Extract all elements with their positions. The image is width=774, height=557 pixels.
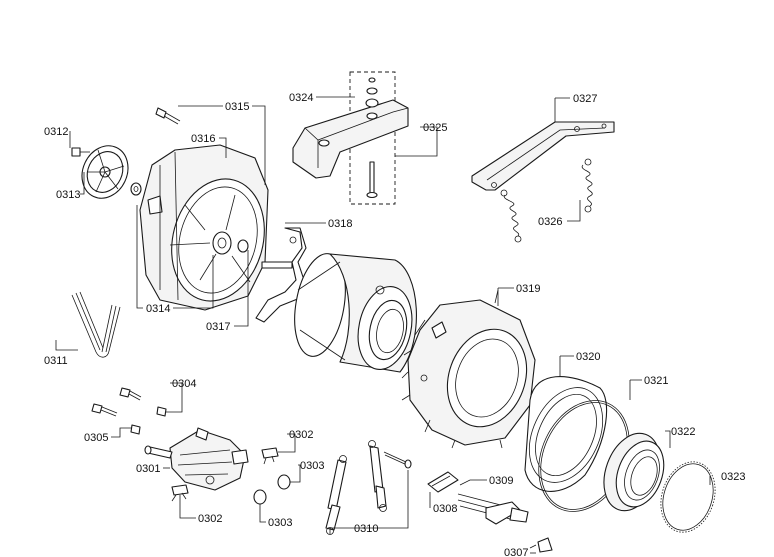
label-0308: 0308 bbox=[433, 503, 457, 515]
label-0302-upper: 0302 bbox=[289, 429, 313, 441]
label-0326: 0326 bbox=[538, 216, 562, 228]
label-0314: 0314 bbox=[146, 303, 170, 315]
label-0307: 0307 bbox=[504, 547, 528, 557]
drum-pulley bbox=[71, 145, 142, 199]
drive-motor bbox=[144, 427, 249, 491]
label-0315: 0315 bbox=[225, 101, 249, 113]
label-0321: 0321 bbox=[644, 375, 668, 387]
drum-spider bbox=[255, 227, 307, 323]
suspension-springs bbox=[500, 158, 593, 243]
label-0302-lower: 0302 bbox=[198, 513, 222, 525]
label-0311: 0311 bbox=[44, 355, 68, 367]
motor-brushes bbox=[171, 447, 291, 505]
shock-absorbers bbox=[325, 440, 412, 535]
label-0303-lower: 0303 bbox=[268, 517, 292, 529]
washing-drum bbox=[294, 253, 417, 373]
label-0322: 0322 bbox=[671, 426, 695, 438]
label-0310: 0310 bbox=[354, 523, 378, 535]
drive-belt bbox=[71, 291, 121, 358]
label-0305: 0305 bbox=[84, 432, 108, 444]
label-0317: 0317 bbox=[206, 321, 230, 333]
label-0327: 0327 bbox=[573, 93, 597, 105]
label-0325: 0325 bbox=[423, 122, 447, 134]
front-tub-half bbox=[401, 289, 536, 449]
label-0316: 0316 bbox=[191, 133, 215, 145]
part-labels: 0324 0325 0327 0315 0312 0316 0313 0326 … bbox=[44, 92, 745, 557]
label-0320: 0320 bbox=[576, 351, 600, 363]
outer-clamp bbox=[660, 461, 716, 533]
label-0312: 0312 bbox=[44, 126, 68, 138]
label-0303-upper: 0303 bbox=[300, 460, 324, 472]
counterweight-assembly bbox=[292, 71, 409, 205]
tub-front-ring bbox=[524, 376, 608, 492]
label-0323: 0323 bbox=[721, 471, 745, 483]
label-0319: 0319 bbox=[516, 283, 540, 295]
label-0309: 0309 bbox=[489, 475, 513, 487]
label-0318: 0318 bbox=[328, 218, 352, 230]
motor-screws bbox=[91, 387, 167, 435]
label-0304: 0304 bbox=[172, 378, 196, 390]
rear-tub-half bbox=[139, 107, 269, 311]
leader-lines bbox=[55, 96, 711, 554]
top-brace bbox=[471, 121, 615, 191]
label-0301: 0301 bbox=[136, 463, 160, 475]
heating-element bbox=[427, 471, 553, 553]
label-0313: 0313 bbox=[56, 189, 80, 201]
door-gasket bbox=[603, 432, 665, 512]
label-0324: 0324 bbox=[289, 92, 313, 104]
